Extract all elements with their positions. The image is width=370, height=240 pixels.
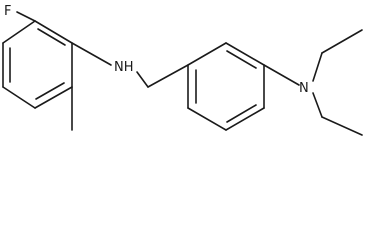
c-f-bond <box>16 11 36 22</box>
ring-a-bond <box>34 20 73 44</box>
ring-a-bond <box>2 86 36 109</box>
ring-b-bond <box>187 107 227 131</box>
fluoromethylphenyl-ring <box>2 20 73 109</box>
ethyl-upper-bond <box>321 29 363 54</box>
ring-b-bond <box>225 42 265 66</box>
ring-b-double-bond <box>226 104 257 123</box>
n-label: N <box>299 81 309 96</box>
ring-b-bond <box>225 107 265 131</box>
nh-label: NH <box>114 60 134 75</box>
n-ethyl-upper-bond <box>312 52 323 82</box>
molecule-diagram: F NH N <box>2 4 363 136</box>
fluorine-label: F <box>4 4 11 19</box>
nh-ch2-bond <box>136 71 149 88</box>
c-nh-bond <box>71 42 112 66</box>
ring-b-double-bond <box>226 50 257 69</box>
ethyl-lower-bond <box>321 116 363 136</box>
ring-a-bond <box>34 86 73 109</box>
ring-b-bond <box>187 42 227 66</box>
ring-n-bond <box>263 64 300 86</box>
ch2-ring-bond <box>147 64 189 88</box>
ring-a-double-bond <box>35 82 65 100</box>
ring-a-bond <box>2 20 36 44</box>
structure-canvas: F NH N <box>2 4 363 136</box>
n-ethyl-lower-bond <box>312 92 323 118</box>
ring-a-double-bond <box>37 28 66 46</box>
aminophenyl-ring <box>187 42 265 131</box>
